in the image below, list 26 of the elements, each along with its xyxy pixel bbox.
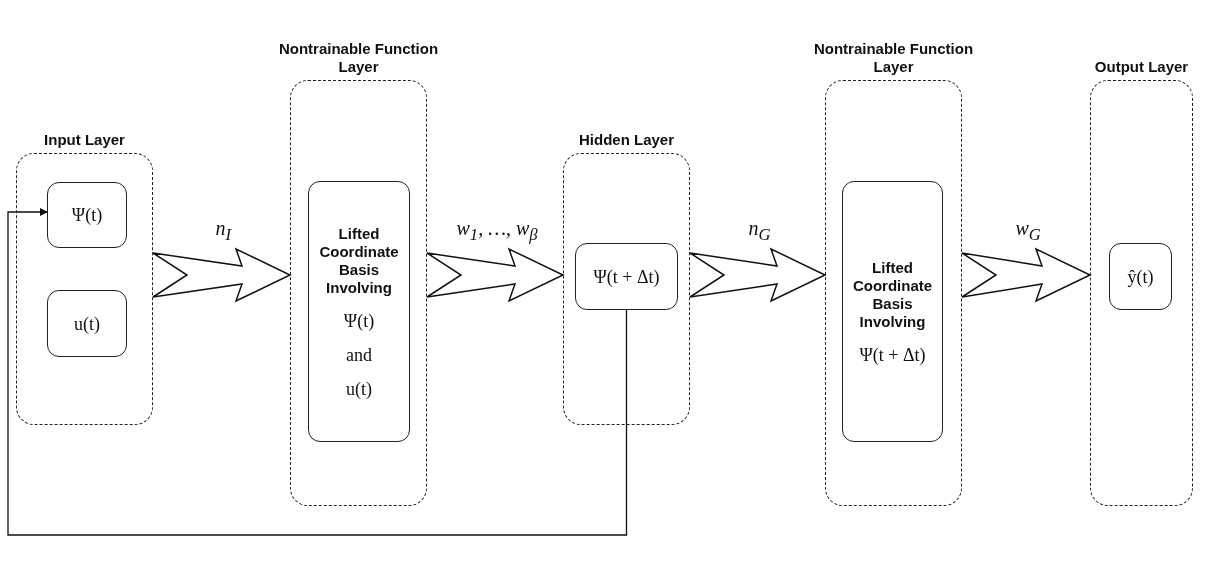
block-arrow — [426, 247, 565, 303]
block-arrow — [689, 247, 827, 303]
box-heading: Lifted Coordinate Basis Involving — [318, 224, 400, 297]
math-label: ŷ(t) — [1127, 266, 1154, 287]
math-label: Ψ(t) — [71, 205, 103, 225]
math-label: u(t) — [74, 313, 100, 334]
rounded-box — [842, 181, 943, 442]
math-label: Ψ(t + Δt) — [593, 266, 660, 287]
math-label: Ψ(t) — [343, 310, 375, 331]
rounded-box — [575, 243, 678, 310]
rounded-box — [47, 182, 127, 248]
block-arrow — [152, 247, 292, 303]
layer-title: Nontrainable Function Layer — [812, 40, 975, 76]
math-label: u(t) — [346, 378, 372, 399]
math-label: and — [346, 344, 372, 365]
block-arrow — [961, 247, 1092, 303]
math-label: Ψ(t + Δt) — [859, 344, 926, 365]
layer-title: Output Layer — [1094, 58, 1189, 76]
rounded-box — [1109, 243, 1172, 310]
layer-title: Input Layer — [44, 131, 125, 149]
box-heading: Lifted Coordinate Basis Involving — [851, 258, 934, 331]
layer-title: Nontrainable Function Layer — [277, 40, 440, 76]
feedback-arrow — [7, 208, 628, 536]
rounded-box — [308, 181, 410, 442]
rounded-box — [47, 290, 127, 357]
layer-title: Hidden Layer — [579, 131, 674, 149]
